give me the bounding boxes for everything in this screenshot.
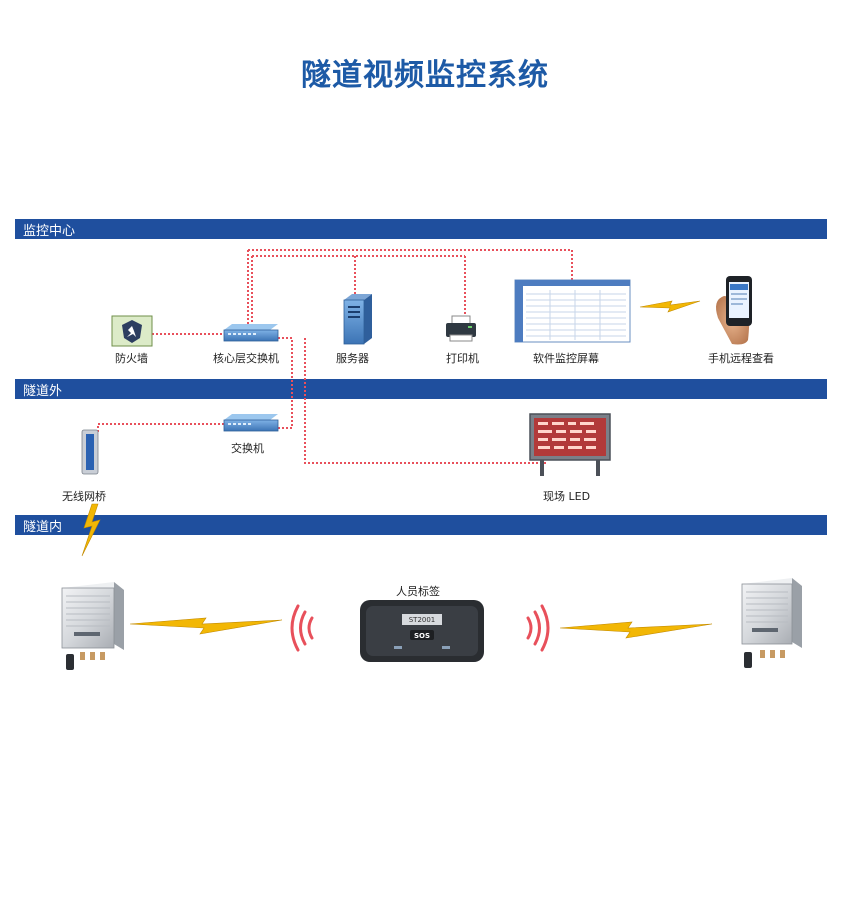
label-software-screen: 软件监控屏幕 — [533, 352, 599, 365]
software-screen-icon — [514, 279, 631, 343]
label-wireless-bridge: 无线网桥 — [62, 490, 106, 503]
label-led-screen: 现场 LED — [543, 490, 591, 503]
tag-sos-button-text: SOS — [414, 632, 430, 640]
switch-icon — [223, 414, 279, 432]
label-personnel-tag: 人员标签 — [396, 585, 440, 598]
base-station-left-icon — [61, 582, 124, 670]
section-band-tunnel-outside: 隧道外 — [15, 379, 827, 399]
radio-waves-right-icon — [526, 604, 550, 652]
server-icon — [343, 294, 372, 345]
label-firewall: 防火墙 — [115, 352, 148, 365]
label-core-switch: 核心层交换机 — [213, 352, 279, 365]
label-mobile-view: 手机远程查看 — [708, 352, 774, 365]
tag-screen-text: ST2001 — [409, 616, 436, 624]
personnel-tag-icon — [360, 600, 484, 662]
label-printer: 打印机 — [446, 352, 479, 365]
page-title: 隧道视频监控系统 — [301, 58, 549, 93]
signal-bolt-left — [129, 617, 283, 635]
section-label-monitor-center: 监控中心 — [23, 224, 76, 239]
section-band-tunnel-inside: 隧道内 — [15, 515, 827, 535]
label-server: 服务器 — [336, 352, 369, 365]
printer-icon — [446, 315, 476, 342]
core-switch-icon — [223, 324, 279, 342]
link-core-to-switch — [278, 337, 293, 429]
signal-bolt-right — [559, 621, 713, 639]
mobile-phone-icon — [716, 276, 752, 345]
led-screen-icon — [529, 413, 611, 476]
link-switch-bridge — [97, 423, 224, 432]
signal-bolt-bridge — [81, 503, 101, 557]
section-label-tunnel-inside: 隧道内 — [23, 520, 63, 535]
radio-waves-left-icon — [290, 604, 314, 652]
section-label-tunnel-outside: 隧道外 — [23, 384, 63, 399]
firewall-icon — [111, 315, 153, 347]
connection-lines — [97, 249, 573, 464]
section-band-monitor-center: 监控中心 — [15, 219, 827, 239]
label-switch: 交换机 — [231, 442, 264, 455]
signal-bolt-screen-mobile — [639, 300, 701, 313]
base-station-right-icon — [741, 578, 802, 668]
wireless-bridge-icon — [81, 429, 99, 475]
